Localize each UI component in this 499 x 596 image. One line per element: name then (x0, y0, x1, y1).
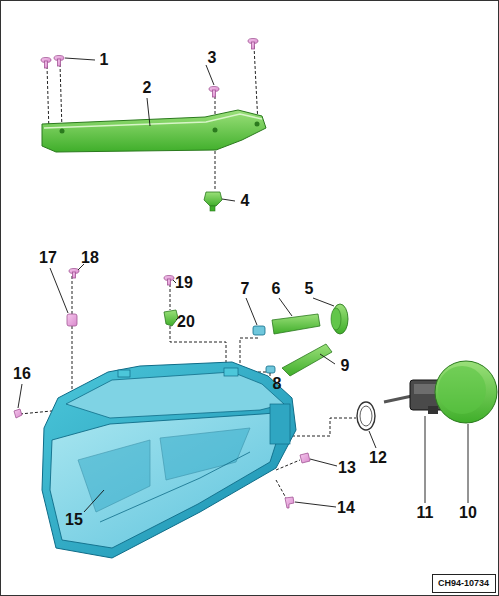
screws (41, 39, 258, 286)
callout-number: 10 (459, 505, 477, 521)
callout-number: 1 (100, 52, 109, 68)
callout-number: 13 (338, 460, 356, 476)
callout-number: 20 (177, 314, 195, 330)
callout-number: 4 (241, 193, 250, 209)
drawing-number-box: CH94-10734 (432, 574, 496, 593)
callout-number: 3 (208, 50, 217, 66)
callout-number: 9 (341, 358, 350, 374)
callout-number: 6 (272, 281, 281, 297)
callout-number: 19 (175, 275, 193, 291)
callout-number: 12 (369, 450, 387, 466)
callout-number: 16 (13, 366, 31, 382)
cover-cap (435, 361, 497, 423)
callout-number: 18 (81, 250, 99, 266)
leader-lines (18, 58, 468, 512)
callout-number: 11 (417, 505, 434, 521)
bracket (42, 110, 266, 152)
callout-number: 17 (39, 250, 57, 266)
callout-number: 7 (241, 281, 250, 297)
nut (67, 314, 77, 326)
callout-number: 5 (305, 281, 314, 297)
bulb-parts (253, 304, 348, 376)
callout-number: 14 (337, 500, 355, 516)
callout-number: 2 (143, 80, 152, 96)
callout-number: 15 (65, 512, 83, 528)
drawing-number: CH94-10734 (438, 579, 490, 588)
retainer-ring (357, 402, 375, 430)
callout-number: 8 (273, 376, 282, 392)
clip (204, 192, 222, 211)
clip (164, 310, 178, 326)
headlight-housing (42, 362, 296, 558)
